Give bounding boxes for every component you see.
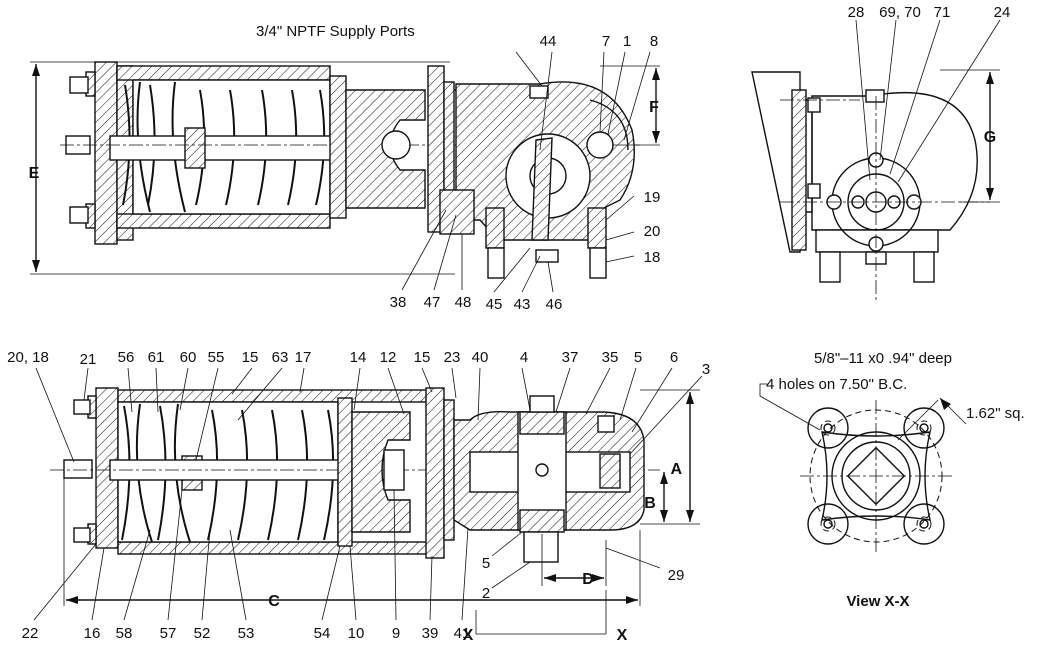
callout-63: 63 bbox=[272, 349, 289, 366]
dim-d-label: D bbox=[582, 571, 594, 588]
tapped-holes-note: 5/8"–11 x0 .94" deep bbox=[814, 350, 952, 367]
bolt-circle-note: 4 holes on 7.50" B.C. bbox=[766, 376, 907, 393]
callout-15-a: 15 bbox=[242, 349, 259, 366]
callout-48: 48 bbox=[455, 294, 472, 311]
callout-20-18: 20, 18 bbox=[7, 349, 49, 366]
callout-69-70: 69, 70 bbox=[879, 4, 921, 21]
callout-20: 20 bbox=[644, 223, 661, 240]
callout-44: 44 bbox=[540, 33, 557, 50]
callout-37: 37 bbox=[562, 349, 579, 366]
section-view: A B C D X X bbox=[7, 349, 710, 644]
callout-35: 35 bbox=[602, 349, 619, 366]
callout-12: 12 bbox=[380, 349, 397, 366]
callout-57: 57 bbox=[160, 625, 177, 642]
callout-22: 22 bbox=[22, 625, 39, 642]
dim-b-label: B bbox=[644, 495, 656, 512]
callout-5-bottom: 5 bbox=[482, 555, 490, 572]
dim-c-label: C bbox=[268, 593, 280, 610]
callout-61: 61 bbox=[148, 349, 165, 366]
callout-40: 40 bbox=[472, 349, 489, 366]
callout-45: 45 bbox=[486, 296, 503, 313]
section-mark-left: X bbox=[463, 627, 474, 644]
dim-a-label: A bbox=[670, 461, 682, 478]
callout-47: 47 bbox=[424, 294, 441, 311]
callout-17: 17 bbox=[295, 349, 312, 366]
callout-8: 8 bbox=[650, 33, 658, 50]
supply-ports-note: 3/4" NPTF Supply Ports bbox=[256, 23, 415, 40]
callout-29: 29 bbox=[668, 567, 685, 584]
view-x-x: 5/8"–11 x0 .94" deep 4 holes on 7.50" B.… bbox=[759, 350, 1025, 610]
callout-54: 54 bbox=[314, 625, 331, 642]
dim-f-label: F bbox=[649, 99, 659, 116]
callout-56: 56 bbox=[118, 349, 135, 366]
callout-14: 14 bbox=[350, 349, 367, 366]
top-view: E bbox=[29, 23, 661, 313]
callout-53: 53 bbox=[238, 625, 255, 642]
callout-19: 19 bbox=[644, 189, 661, 206]
callout-7: 7 bbox=[602, 33, 610, 50]
dim-e-label: E bbox=[29, 165, 40, 182]
dim-g-label: G bbox=[984, 129, 996, 146]
callout-52: 52 bbox=[194, 625, 211, 642]
callout-16: 16 bbox=[84, 625, 101, 642]
callout-10: 10 bbox=[348, 625, 365, 642]
callout-23: 23 bbox=[444, 349, 461, 366]
callout-28: 28 bbox=[848, 4, 865, 21]
callout-43: 43 bbox=[514, 296, 531, 313]
callout-38: 38 bbox=[390, 294, 407, 311]
callout-2: 2 bbox=[482, 585, 490, 602]
callout-46: 46 bbox=[546, 296, 563, 313]
square-size-note: 1.62" sq. bbox=[966, 405, 1025, 422]
callout-58: 58 bbox=[116, 625, 133, 642]
callout-24: 24 bbox=[994, 4, 1011, 21]
callout-3: 3 bbox=[702, 361, 710, 378]
callout-18: 18 bbox=[644, 249, 661, 266]
callout-55: 55 bbox=[208, 349, 225, 366]
section-mark-right: X bbox=[617, 627, 628, 644]
callout-60: 60 bbox=[180, 349, 197, 366]
callout-6: 6 bbox=[670, 349, 678, 366]
callout-71: 71 bbox=[934, 4, 951, 21]
callout-41: 41 bbox=[454, 625, 471, 642]
callout-15-b: 15 bbox=[414, 349, 431, 366]
callout-5-top: 5 bbox=[634, 349, 642, 366]
callout-4: 4 bbox=[520, 349, 528, 366]
callout-21: 21 bbox=[80, 351, 97, 368]
callout-1: 1 bbox=[623, 33, 631, 50]
callout-9: 9 bbox=[392, 625, 400, 642]
end-view: G 28 69, 70 71 24 bbox=[751, 4, 1011, 300]
callout-39: 39 bbox=[422, 625, 439, 642]
view-caption: View X-X bbox=[846, 593, 909, 610]
